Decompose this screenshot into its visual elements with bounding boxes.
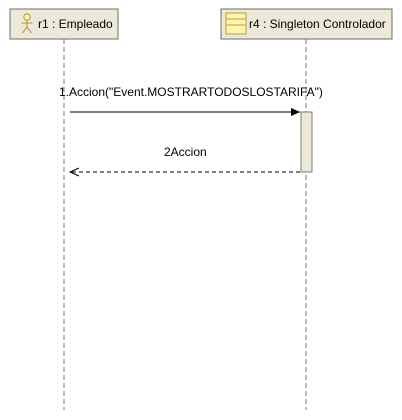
class-icon <box>225 12 247 35</box>
activation-bar-r4 <box>300 111 313 173</box>
message-1-arrowhead <box>291 108 300 116</box>
message-1[interactable]: 1.Accion("Event.MOSTRARTODOSLOSTARIFA") <box>59 85 323 116</box>
participant-r4-label: r4 : Singleton Controlador <box>249 17 386 31</box>
participant-r4[interactable]: r4 : Singleton Controlador <box>220 8 393 40</box>
actor-icon <box>21 13 33 34</box>
message-2[interactable]: 2Accion <box>68 145 300 177</box>
participant-r1-label: r1 : Empleado <box>38 17 113 31</box>
message-1-label: 1.Accion("Event.MOSTRARTODOSLOSTARIFA") <box>59 85 323 99</box>
message-2-arrowhead <box>68 167 80 177</box>
participant-r1[interactable]: r1 : Empleado <box>9 8 119 40</box>
message-2-label: 2Accion <box>164 145 207 159</box>
